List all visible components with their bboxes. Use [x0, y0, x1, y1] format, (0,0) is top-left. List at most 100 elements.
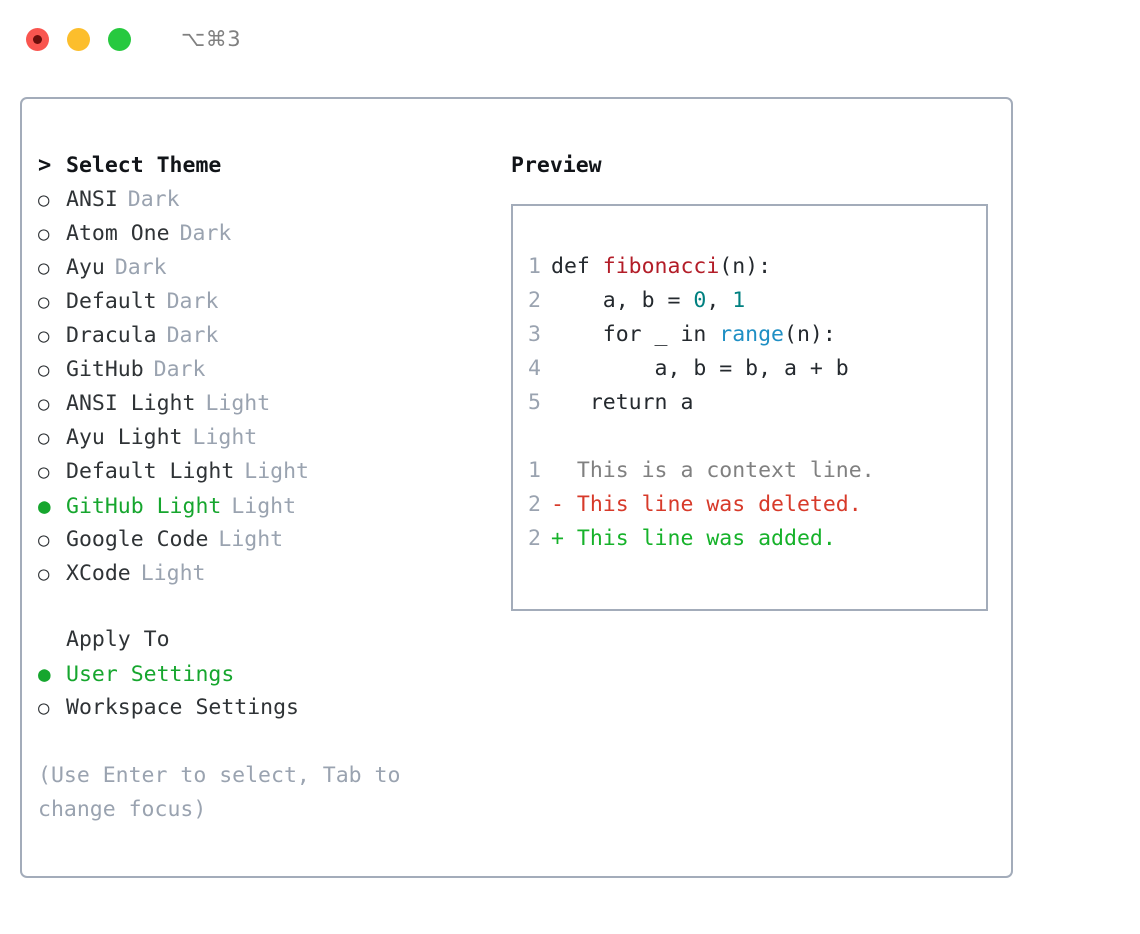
code-token: a, b = b, a + b — [551, 356, 849, 381]
diff-marker: - — [551, 492, 577, 517]
code-line-text: def fibonacci(n): — [551, 250, 771, 284]
code-line-text: return a — [551, 386, 694, 420]
code-line: 3 for _ in range(n): — [513, 318, 986, 352]
apply-to-option-label: Workspace Settings — [66, 695, 299, 720]
minimize-button[interactable] — [67, 27, 90, 51]
theme-list-item[interactable]: ○ Dracula Dark — [38, 319, 492, 353]
apply-to-heading-label: Apply To — [66, 627, 170, 652]
radio-unselected-icon[interactable]: ○ — [38, 325, 50, 347]
code-line: 2 a, b = 0, 1 — [513, 284, 986, 318]
diff-line-text: This line was added. — [576, 526, 836, 551]
line-number: 3 — [528, 322, 541, 347]
theme-variant-tag: Light — [218, 527, 284, 552]
code-token: fibonacci — [602, 254, 720, 279]
section-spacer — [38, 591, 492, 623]
radio-unselected-icon[interactable]: ○ — [38, 257, 50, 279]
theme-variant-tag: Dark — [114, 255, 167, 280]
line-number: 1 — [528, 254, 541, 279]
theme-list-item[interactable]: ○ Ayu Dark — [38, 251, 492, 285]
line-number: 2 — [528, 492, 541, 517]
theme-variant-tag: Light — [244, 459, 310, 484]
code-token: a, b = — [551, 288, 694, 313]
diff-line: 1 This is a context line. — [513, 454, 986, 488]
radio-unselected-icon[interactable]: ○ — [38, 393, 50, 415]
theme-name: GitHub Light — [66, 494, 222, 519]
traffic-light-group — [26, 27, 131, 51]
radio-selected-icon[interactable]: ● — [38, 662, 51, 686]
theme-variant-tag: Dark — [153, 357, 206, 382]
radio-unselected-icon[interactable]: ○ — [38, 189, 50, 211]
radio-unselected-icon[interactable]: ○ — [38, 223, 50, 245]
apply-to-heading: ○ Apply To — [38, 623, 492, 657]
radio-unselected-icon[interactable]: ○ — [38, 697, 50, 719]
theme-variant-tag: Dark — [166, 289, 219, 314]
theme-name: Dracula — [66, 323, 157, 348]
theme-list-item[interactable]: ○ GitHub Dark — [38, 353, 492, 387]
code-token: (n): — [784, 322, 836, 347]
window-title: ⌥⌘3 — [181, 27, 242, 51]
radio-unselected-icon[interactable]: ○ — [38, 529, 50, 551]
radio-unselected-icon[interactable]: ○ — [38, 291, 50, 313]
radio-unselected-icon[interactable]: ○ — [38, 461, 50, 483]
select-theme-heading: > Select Theme — [38, 149, 492, 183]
theme-name: Atom One — [66, 221, 170, 246]
radio-unselected-icon[interactable]: ○ — [38, 563, 50, 585]
code-line-text: a, b = b, a + b — [551, 352, 849, 386]
apply-to-list: ●User Settings ○ Workspace Settings — [38, 657, 492, 725]
code-token: range — [719, 322, 785, 347]
radio-unselected-icon[interactable]: ○ — [38, 427, 50, 449]
code-line-text: for _ in range(n): — [551, 318, 836, 352]
theme-name: Ayu — [66, 255, 105, 280]
title-bar: ⌥⌘3 — [0, 0, 1140, 78]
diff-line-text: This line was deleted. — [576, 492, 862, 517]
theme-variant-tag: Dark — [127, 187, 180, 212]
code-token: def — [551, 254, 603, 279]
apply-to-option[interactable]: ●User Settings — [38, 657, 492, 691]
theme-variant-tag: Light — [205, 391, 271, 416]
line-number: 4 — [528, 356, 541, 381]
apply-to-option[interactable]: ○ Workspace Settings — [38, 691, 492, 725]
line-number: 1 — [528, 458, 541, 483]
select-theme-heading-label: Select Theme — [66, 153, 222, 178]
theme-list-item[interactable]: ○ Atom One Dark — [38, 217, 492, 251]
maximize-button[interactable] — [108, 27, 131, 51]
code-token: , — [706, 288, 733, 313]
theme-name: ANSI Light — [66, 391, 196, 416]
code-token: (n): — [719, 254, 772, 279]
code-line: 5 return a — [513, 386, 986, 420]
theme-name: GitHub — [66, 357, 144, 382]
theme-name: Ayu Light — [66, 425, 183, 450]
code-token: for _ in — [551, 322, 720, 347]
theme-list-item[interactable]: ○ ANSI Light Light — [38, 387, 492, 421]
spacer-icon: ○ — [38, 623, 66, 657]
code-token: return a — [551, 390, 694, 415]
code-line: 1 def fibonacci(n): — [513, 250, 986, 284]
line-number: 5 — [528, 390, 541, 415]
diff-marker: + — [551, 526, 577, 551]
radio-unselected-icon[interactable]: ○ — [38, 359, 50, 381]
theme-variant-tag: Dark — [179, 221, 232, 246]
theme-list-item[interactable]: ○ Default Dark — [38, 285, 492, 319]
code-token: 1 — [732, 288, 746, 313]
diff-line: 2 + This line was added. — [513, 522, 986, 556]
theme-variant-tag: Dark — [166, 323, 219, 348]
theme-name: Default — [66, 289, 157, 314]
diff-marker — [551, 454, 577, 488]
radio-selected-icon[interactable]: ● — [38, 494, 51, 518]
caret-icon: > — [38, 153, 52, 178]
keyboard-hint: (Use Enter to select, Tab to change focu… — [38, 763, 414, 822]
line-number: 2 — [528, 288, 541, 313]
close-button[interactable] — [26, 27, 49, 51]
theme-variant-tag: Light — [140, 561, 206, 586]
line-number: 2 — [528, 526, 541, 551]
